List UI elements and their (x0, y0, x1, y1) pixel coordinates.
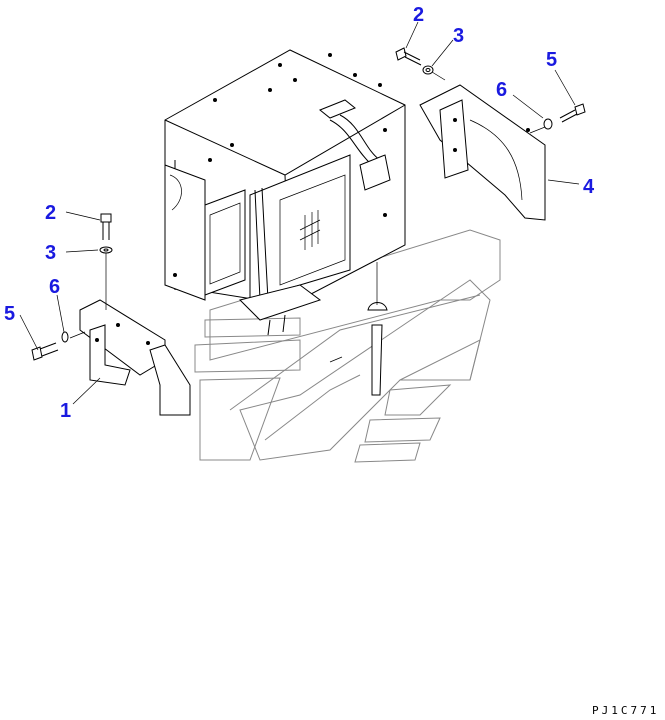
callout-5-right: 5 (546, 49, 557, 71)
bolt-2-left (100, 213, 112, 240)
washer-6-left (61, 331, 69, 343)
leader-lines (19, 21, 580, 405)
install-lines (69, 71, 546, 363)
washer-6-right (543, 118, 553, 130)
callout-6-left: 6 (49, 276, 60, 298)
bolt-5-right (559, 103, 586, 123)
heater-unit (164, 49, 406, 336)
callout-1: 1 (60, 400, 71, 422)
cab-floor-outline (194, 229, 501, 463)
washer-3-left (99, 246, 113, 254)
drain-hose (367, 262, 388, 396)
callout-5-left: 5 (4, 303, 15, 325)
callout-3-top: 3 (453, 25, 464, 47)
washer-3-top (422, 65, 434, 75)
bracket-right (419, 84, 546, 221)
drawing-code: PJ1C771 (592, 704, 659, 717)
callout-3-left: 3 (45, 242, 56, 264)
callout-4: 4 (583, 176, 595, 198)
callout-6-right: 6 (496, 79, 507, 101)
bolt-2-top (395, 47, 422, 66)
callout-2-top: 2 (413, 4, 424, 26)
callout-2-left: 2 (45, 202, 56, 224)
bracket-left (79, 299, 191, 416)
